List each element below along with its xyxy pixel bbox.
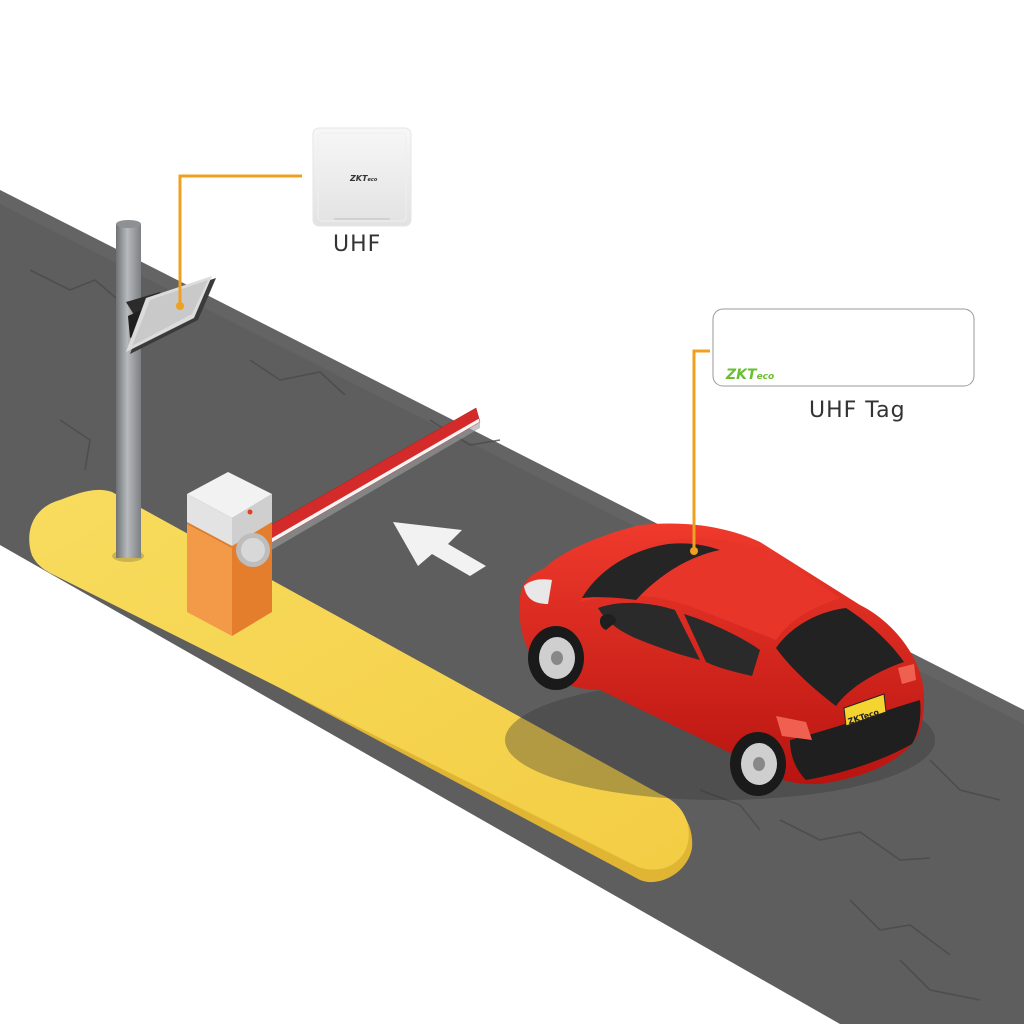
barrier-gate	[187, 407, 481, 636]
gate-cabinet	[187, 472, 272, 636]
arrow-up-left-icon	[393, 522, 486, 576]
uhf-reader-mounted	[126, 276, 216, 354]
tag-brand-logo: ZKTeco	[725, 367, 774, 383]
uhf-reader-product: ZKTeco	[312, 127, 412, 227]
uhf-tag-card: ZKTeco	[712, 308, 975, 387]
callout-tag	[690, 349, 710, 555]
rear-wheel	[730, 732, 786, 796]
uhf-reader-label: UHF	[333, 232, 382, 257]
callout-reader	[176, 174, 302, 310]
front-wheel	[528, 626, 584, 690]
uhf-tag-label: UHF Tag	[809, 398, 906, 423]
brand-logo: ZKTeco	[349, 174, 378, 183]
boom-hub	[236, 533, 270, 567]
red-car: ZKTeco	[505, 523, 935, 800]
